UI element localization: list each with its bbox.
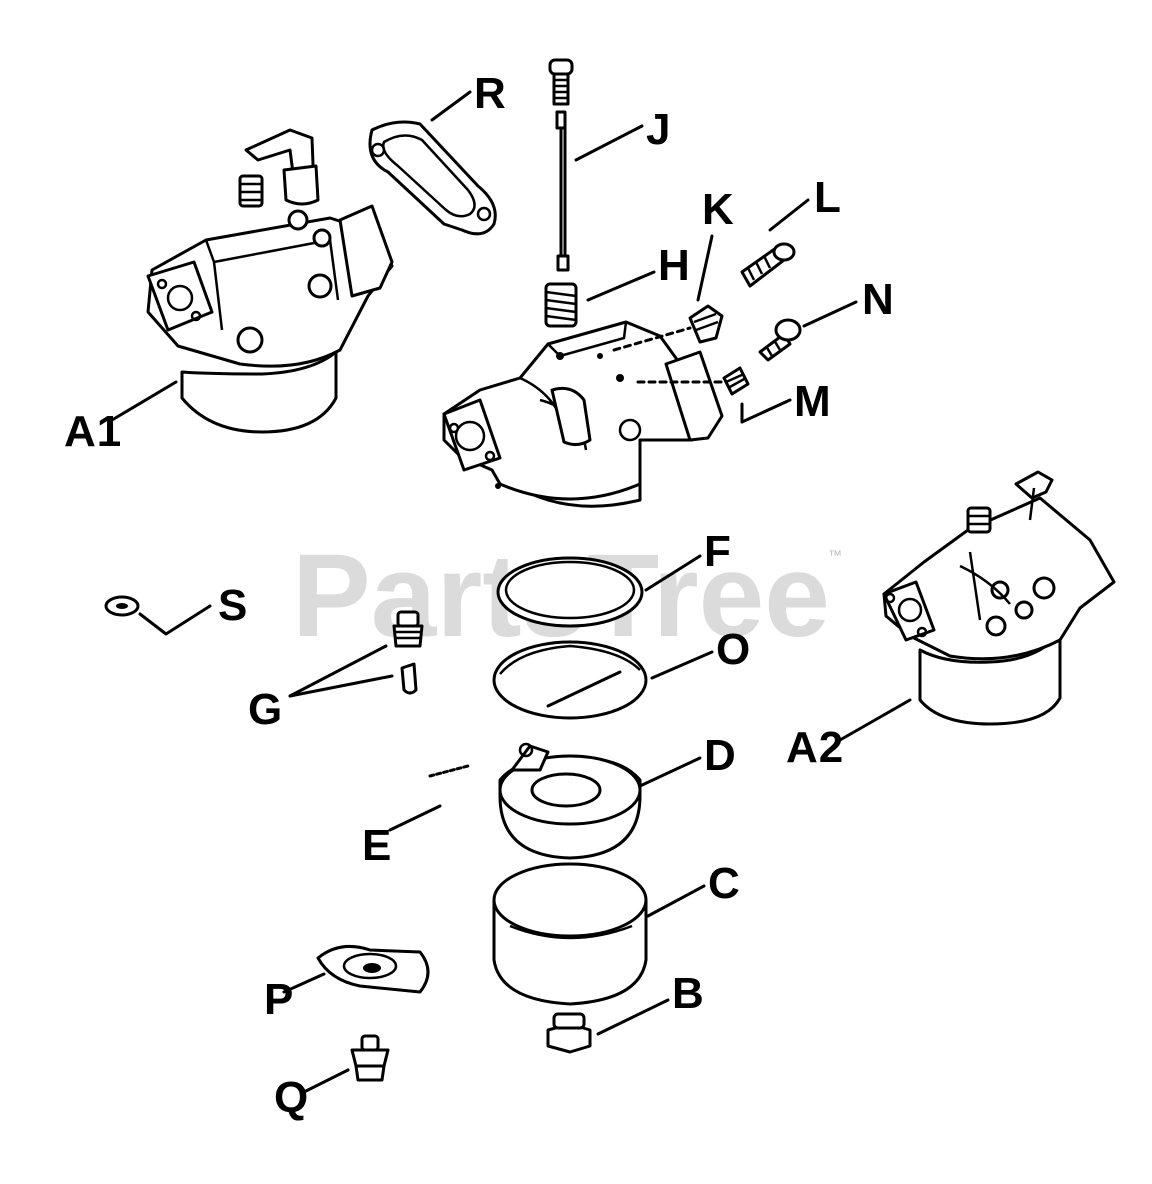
callout-a1: A1 (64, 380, 178, 456)
part-a2-carburetor[interactable] (882, 470, 1116, 726)
label-k: K (702, 185, 735, 234)
part-d-float[interactable] (498, 742, 642, 860)
callout-m: M (740, 377, 832, 426)
callout-r: R (430, 69, 507, 122)
label-m: M (794, 377, 832, 426)
callout-g: G (248, 644, 394, 734)
part-main-carburetor-body[interactable] (442, 320, 724, 508)
label-d: D (704, 731, 737, 780)
callout-c: C (646, 859, 741, 918)
part-b-drain-screw[interactable] (546, 1012, 592, 1054)
label-j: J (646, 105, 671, 154)
part-f-gasket-ring[interactable] (496, 556, 644, 628)
label-b: B (672, 969, 705, 1018)
callout-l: L (768, 173, 842, 232)
callout-b: B (596, 969, 705, 1036)
part-s-washer[interactable] (104, 595, 140, 617)
label-e: E (362, 821, 392, 870)
part-a1-carburetor[interactable] (146, 128, 394, 434)
label-a2: A2 (786, 723, 844, 772)
label-c: C (708, 859, 741, 908)
part-o-seal[interactable] (492, 640, 648, 720)
callout-s: S (138, 581, 248, 636)
part-j-needle[interactable] (548, 58, 574, 272)
label-p: P (264, 975, 294, 1024)
callout-p: P (264, 972, 326, 1024)
label-g: G (248, 685, 283, 734)
callout-k: K (696, 185, 735, 302)
label-l: L (814, 173, 842, 222)
part-p-plate[interactable] (316, 944, 430, 994)
label-f: F (704, 527, 732, 576)
label-n: N (862, 275, 895, 324)
part-e-pin[interactable] (428, 764, 470, 778)
callout-h: H (586, 241, 691, 302)
label-o: O (716, 625, 751, 674)
callout-n: N (802, 275, 895, 328)
watermark-trademark: ™ (828, 547, 842, 563)
callout-d: D (638, 731, 737, 788)
callout-j: J (574, 105, 671, 162)
callout-e: E (362, 804, 442, 870)
part-g-jet[interactable] (392, 610, 424, 695)
label-a1: A1 (64, 407, 122, 456)
part-k-jet[interactable] (612, 304, 724, 352)
part-c-bowl[interactable] (492, 862, 648, 1006)
part-l-screw[interactable] (740, 242, 796, 288)
callout-a2: A2 (786, 698, 912, 772)
label-q: Q (274, 1073, 309, 1122)
callout-o: O (650, 625, 751, 680)
part-r-gasket[interactable] (368, 120, 497, 236)
label-r: R (474, 69, 507, 118)
part-m-spring[interactable] (636, 366, 750, 396)
label-h: H (658, 241, 691, 290)
callout-q: Q (274, 1068, 350, 1122)
label-s: S (218, 581, 248, 630)
part-n-screw[interactable] (758, 318, 802, 362)
part-q-fitting[interactable] (350, 1034, 390, 1082)
part-h-spring[interactable] (544, 282, 578, 328)
callout-f: F (644, 527, 732, 592)
